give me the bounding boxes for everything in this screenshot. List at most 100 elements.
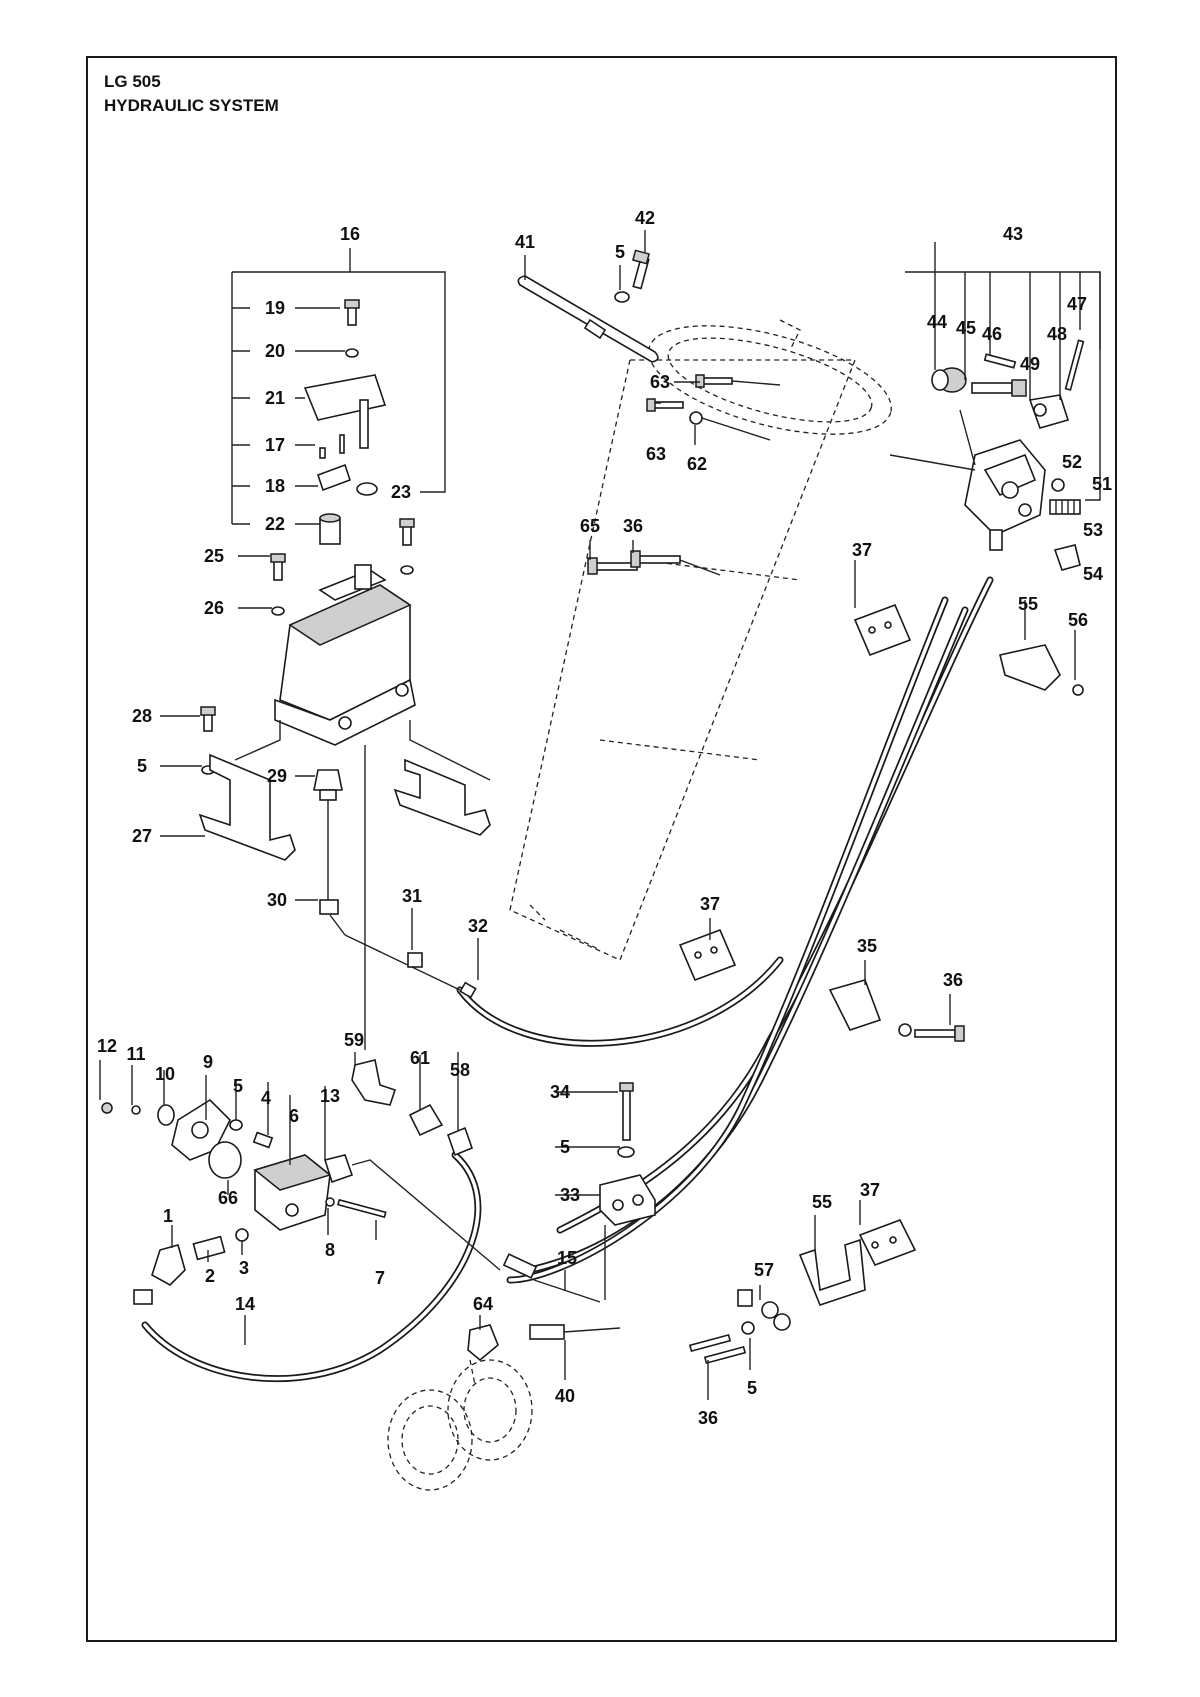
callout-18: 18 — [265, 476, 285, 496]
callout-1: 1 — [163, 1206, 173, 1226]
leader-lines — [99, 230, 1101, 1400]
part-5-washer-lower — [741, 1321, 755, 1335]
callout-48: 48 — [1047, 324, 1067, 344]
part-15-hose-end — [502, 1253, 538, 1279]
part-56-nut — [1072, 684, 1084, 696]
callout-37-b: 37 — [700, 894, 720, 914]
callout-53: 53 — [1083, 520, 1103, 540]
part-23-o-ring — [356, 482, 378, 496]
callout-51: 51 — [1092, 474, 1112, 494]
part-57-fittings — [761, 1301, 791, 1331]
callout-52: 52 — [1062, 452, 1082, 472]
part-63-screws — [646, 374, 733, 412]
callout-3: 3 — [239, 1258, 249, 1278]
part-33-clamp — [599, 1174, 656, 1226]
callout-13: 13 — [320, 1086, 340, 1106]
part-45-fitting — [971, 379, 1027, 397]
diagram-title-block: LG 505 HYDRAULIC SYSTEM — [104, 70, 279, 118]
part-46-pin — [983, 353, 1017, 369]
callout-49: 49 — [1020, 354, 1040, 374]
callout-9: 9 — [203, 1052, 213, 1072]
callout-14: 14 — [235, 1294, 255, 1314]
hydraulic-hoses — [141, 576, 994, 1383]
callout-8: 8 — [325, 1240, 335, 1260]
callout-10: 10 — [155, 1064, 175, 1084]
part-31-clip — [407, 952, 423, 968]
callout-7: 7 — [375, 1268, 385, 1288]
part-49-elbow — [1028, 394, 1070, 429]
callout-47: 47 — [1067, 294, 1087, 314]
control-box-bracket-right — [393, 758, 491, 836]
callout-29: 29 — [267, 766, 287, 786]
callout-26: 26 — [204, 598, 224, 618]
callout-5-d: 5 — [560, 1137, 570, 1157]
part-64-elbow — [467, 1324, 499, 1362]
callout-5-e: 5 — [747, 1378, 757, 1398]
part-27-bracket-left — [198, 753, 296, 861]
part-37-clamp-upper — [853, 603, 912, 657]
part-41-lever — [517, 275, 659, 363]
part-65-36-bolts — [587, 550, 681, 575]
callout-20: 20 — [265, 341, 285, 361]
part-47-rod — [1064, 339, 1085, 391]
part-7-bolt — [337, 1198, 387, 1219]
wheel-motor-outline — [387, 1359, 533, 1491]
callout-36-a: 36 — [623, 516, 643, 536]
part-11-washer — [131, 1105, 141, 1115]
part-10-plug — [157, 1104, 175, 1126]
callout-54: 54 — [1083, 564, 1103, 584]
part-36-bolt-right — [898, 1023, 965, 1042]
part-21-lever-handle — [303, 374, 387, 449]
callout-5-c: 5 — [233, 1076, 243, 1096]
callout-25: 25 — [204, 546, 224, 566]
callout-41: 41 — [515, 232, 535, 252]
part-32-hose-end — [459, 981, 477, 999]
callout-44: 44 — [927, 312, 947, 332]
callout-63-a: 63 — [650, 372, 670, 392]
part-4-screw — [252, 1131, 274, 1149]
callout-64: 64 — [473, 1294, 493, 1314]
callout-34: 34 — [550, 1082, 570, 1102]
callout-59: 59 — [344, 1030, 364, 1050]
model-name: LG 505 — [104, 72, 161, 91]
callout-31: 31 — [402, 886, 422, 906]
part-5-washer — [614, 291, 630, 303]
part-44-knob — [931, 367, 967, 393]
callout-28: 28 — [132, 706, 152, 726]
callout-23: 23 — [391, 482, 411, 502]
part-55-bracket-upper — [999, 644, 1061, 691]
callout-27: 27 — [132, 826, 152, 846]
part-29-fitting — [313, 769, 343, 801]
callout-17: 17 — [265, 435, 285, 455]
callout-58: 58 — [450, 1060, 470, 1080]
callout-57: 57 — [754, 1260, 774, 1280]
callout-2: 2 — [205, 1266, 215, 1286]
part-5-washer-clamp — [617, 1146, 635, 1158]
callout-33: 33 — [560, 1185, 580, 1205]
callout-6: 6 — [289, 1106, 299, 1126]
callout-labels: 16 19 20 21 17 18 22 23 25 26 28 5 27 29… — [97, 208, 1112, 1428]
part-5-washer-pump — [229, 1119, 243, 1131]
part-37-clamp-middle — [678, 928, 737, 982]
part-3-washer — [235, 1228, 249, 1242]
part-25-28-screws — [200, 518, 415, 775]
part-8-washer — [325, 1197, 335, 1207]
callout-22: 22 — [265, 514, 285, 534]
part-17-18-screws-plate — [316, 434, 352, 492]
part-55-bracket-lower — [798, 1238, 866, 1306]
callout-55-a: 55 — [1018, 594, 1038, 614]
part-36-bolts-lower — [688, 1333, 747, 1365]
callout-32: 32 — [468, 916, 488, 936]
callout-62: 62 — [687, 454, 707, 474]
callout-36-c: 36 — [698, 1408, 718, 1428]
part-14-hose-end — [133, 1289, 153, 1305]
callout-5-a: 5 — [137, 756, 147, 776]
callout-55-b: 55 — [812, 1192, 832, 1212]
callout-35: 35 — [857, 936, 877, 956]
callout-61: 61 — [410, 1048, 430, 1068]
control-box-housing — [274, 564, 416, 746]
part-2-adapter — [192, 1235, 226, 1261]
part-13-elbow — [323, 1154, 354, 1184]
callout-63-b: 63 — [646, 444, 666, 464]
callout-21: 21 — [265, 388, 285, 408]
